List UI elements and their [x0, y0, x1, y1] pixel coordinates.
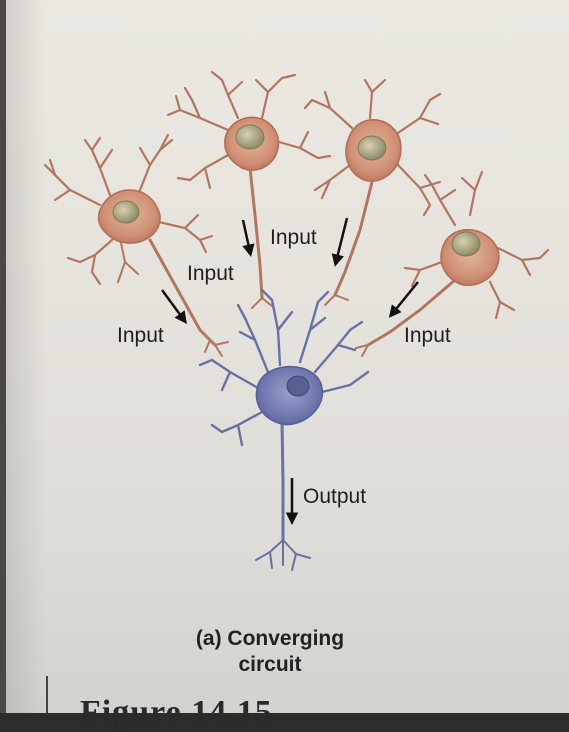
figure-caption: (a) Converging circuit — [150, 626, 390, 678]
input-arrow-3 — [336, 218, 347, 262]
input-arrow-4 — [392, 282, 418, 314]
input-neuron-4 — [356, 172, 548, 356]
input-arrow-2 — [243, 220, 250, 252]
input-label-2: Input — [187, 262, 234, 285]
output-label: Output — [303, 485, 366, 508]
caption-line-2: circuit — [150, 652, 390, 678]
next-figure-heading: Figure 14.15 — [80, 694, 273, 732]
output-neuron — [200, 290, 368, 570]
margin-rule — [46, 676, 48, 713]
input-neuron-1 — [45, 135, 228, 356]
input-label-4: Input — [404, 324, 451, 347]
caption-line-1: (a) Converging — [150, 626, 390, 652]
input-label-3: Input — [270, 226, 317, 249]
converging-circuit-diagram: Input Input Input Input Output — [0, 0, 569, 713]
input-label-1: Input — [117, 324, 164, 347]
